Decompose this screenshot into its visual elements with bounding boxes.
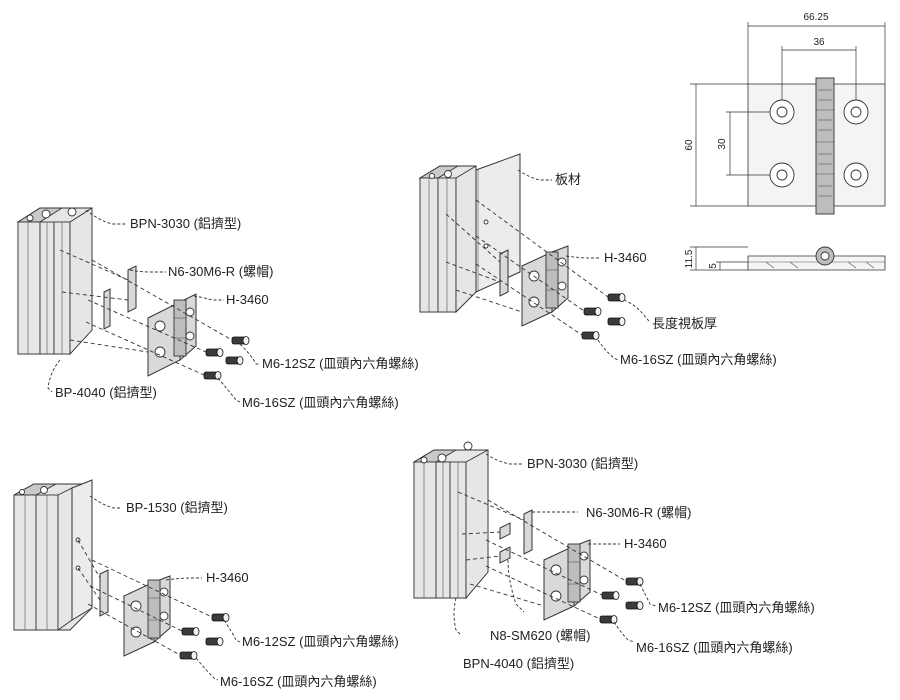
label-screw-long: M6-16SZ (皿頭內六角螺絲) xyxy=(636,640,793,655)
label-profile-top: BPN-3030 (鋁擠型) xyxy=(130,216,241,231)
screw-icon xyxy=(625,601,644,610)
dim-total-height: 60 xyxy=(684,139,695,151)
aluminum-profile-bp-1530 xyxy=(13,479,93,631)
spacer-plate xyxy=(103,288,111,330)
t-nut-n8-sm620 xyxy=(499,522,511,540)
dim-side-thickness: 5 xyxy=(708,263,719,269)
screw-icon xyxy=(231,336,250,345)
dimension-lines xyxy=(690,22,886,207)
label-screw-short: M6-12SZ (皿頭內六角螺絲) xyxy=(658,600,815,615)
aluminum-profile xyxy=(418,165,477,314)
assembly-bottom-right: BPN-3030 (鋁擠型) N6-30M6-R (螺帽) H-3460 M6-… xyxy=(412,441,815,671)
label-screw-long: M6-16SZ (皿頭內六角螺絲) xyxy=(220,674,377,689)
screws-top-middle xyxy=(581,293,626,340)
hinge-front-view xyxy=(747,77,886,215)
dim-hole-pitch-y: 30 xyxy=(717,138,728,150)
screw-icon xyxy=(225,356,244,365)
label-nut: N6-30M6-R (螺帽) xyxy=(168,264,273,279)
screw-icon xyxy=(179,651,198,660)
screw-icon xyxy=(583,307,602,316)
hinge-side-view xyxy=(690,246,886,271)
assembly-bottom-left: BP-1530 (鋁擠型) H-3460 M6-12SZ (皿頭內六角螺絲) M… xyxy=(13,479,399,689)
label-hinge: H-3460 xyxy=(624,536,667,551)
aluminum-profile-bpn-4040 xyxy=(412,441,489,600)
dim-hole-pitch-x: 36 xyxy=(813,37,825,48)
screw-icon xyxy=(211,613,230,622)
label-hinge: H-3460 xyxy=(206,570,249,585)
dim-side-height: 11.5 xyxy=(684,249,695,268)
screw-icon xyxy=(181,627,200,636)
screw-icon xyxy=(205,348,224,357)
dimension-drawing: 66.25 36 60 30 11.5 5 xyxy=(684,12,886,271)
label-board-thickness: 長度視板厚 xyxy=(652,316,717,331)
hinge-h-3460 xyxy=(521,245,569,327)
assembly-top-left: BPN-3030 (鋁擠型) N6-30M6-R (螺帽) H-3460 M6-… xyxy=(16,207,419,410)
hinge-h-3460 xyxy=(123,575,171,657)
screw-icon xyxy=(625,577,644,586)
dim-total-width: 66.25 xyxy=(803,12,828,23)
label-profile: BP-1530 (鋁擠型) xyxy=(126,500,228,515)
hinge-h-3460 xyxy=(147,293,197,377)
label-screw: M6-16SZ (皿頭內六角螺絲) xyxy=(620,352,777,367)
label-screw-short: M6-12SZ (皿頭內六角螺絲) xyxy=(242,634,399,649)
t-nut-n6-30m6-r xyxy=(523,509,533,555)
screw-icon xyxy=(601,591,620,600)
assembly-top-middle: 板材 H-3460 長度視板厚 M6-16SZ (皿頭內六角螺絲) xyxy=(418,153,777,367)
screw-icon xyxy=(607,293,626,302)
t-nut-n6-30m6-r xyxy=(127,265,137,313)
label-screw-long: M6-16SZ (皿頭內六角螺絲) xyxy=(242,395,399,410)
board-panel xyxy=(475,153,521,293)
screw-icon xyxy=(581,331,600,340)
label-profile-top: BPN-3030 (鋁擠型) xyxy=(527,456,638,471)
label-nut: N6-30M6-R (螺帽) xyxy=(586,505,691,520)
label-profile-bottom: BP-4040 (鋁擠型) xyxy=(55,385,157,400)
screw-icon xyxy=(203,371,222,380)
label-hinge: H-3460 xyxy=(604,250,647,265)
aluminum-profile-bp-4040 xyxy=(16,207,93,356)
label-hinge: H-3460 xyxy=(226,292,269,307)
label-nut-small: N8-SM620 (螺帽) xyxy=(490,628,590,643)
label-screw-short: M6-12SZ (皿頭內六角螺絲) xyxy=(262,356,419,371)
screws-bottom-right xyxy=(599,577,644,624)
t-nut-n8-sm620 xyxy=(499,546,511,564)
screw-icon xyxy=(599,615,618,624)
label-board: 板材 xyxy=(555,172,581,187)
screw-icon xyxy=(607,317,626,326)
label-profile-bottom: BPN-4040 (鋁擠型) xyxy=(463,656,574,671)
hinge-h-3460 xyxy=(543,539,591,621)
screws-bottom-left xyxy=(179,613,230,660)
screw-icon xyxy=(205,637,224,646)
screws-top-left xyxy=(203,336,250,380)
